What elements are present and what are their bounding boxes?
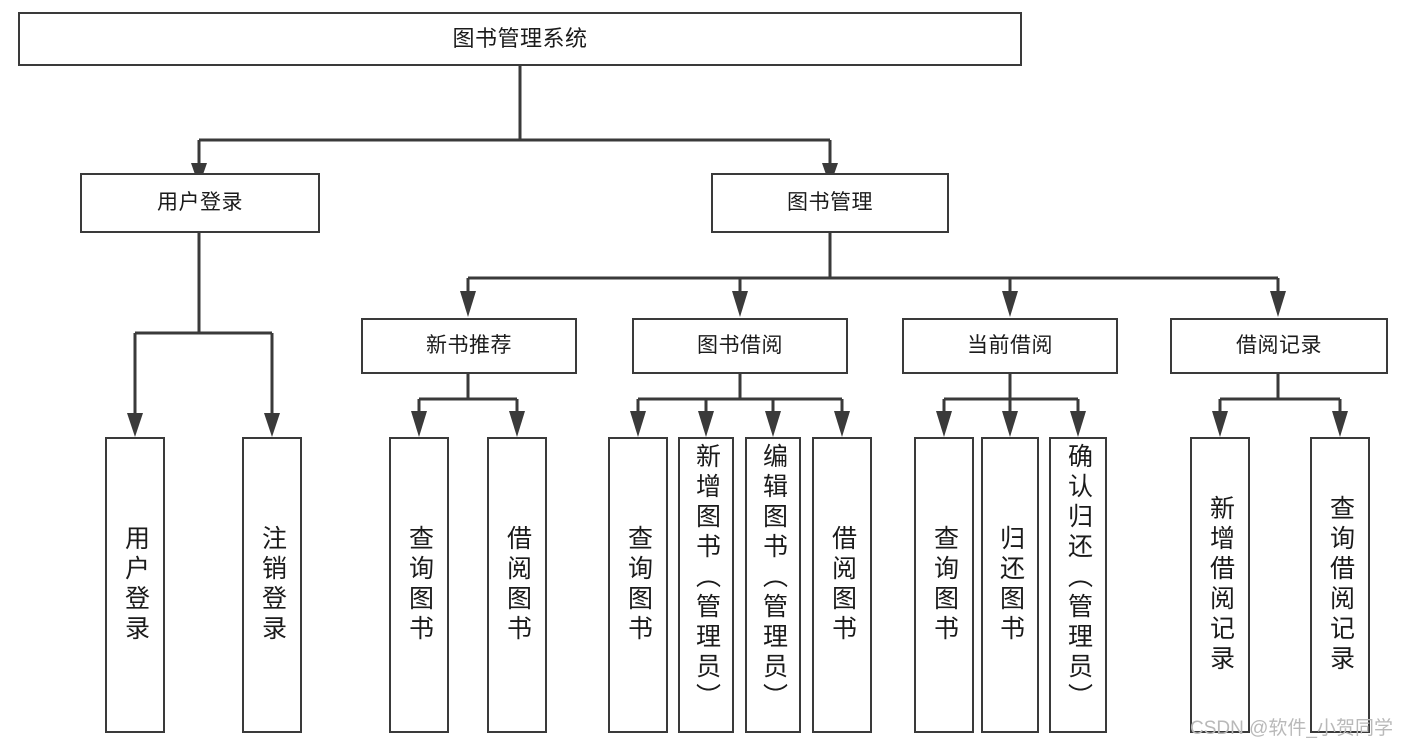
arrowhead-leaf-query-book-3: [936, 411, 952, 437]
node-leaf-add-record[interactable]: 新增借阅记录: [1190, 437, 1250, 733]
node-leaf-user-login-label: 用户登录: [121, 525, 150, 645]
node-leaf-query-book-1[interactable]: 查询图书: [389, 437, 449, 733]
node-leaf-logout-label: 注销登录: [258, 525, 287, 645]
node-leaf-query-book-2-label: 查询图书: [624, 525, 653, 645]
node-borrow-record-label: 借阅记录: [1236, 334, 1322, 358]
node-current-borrow[interactable]: 当前借阅: [902, 318, 1118, 374]
arrowhead-book-borrow: [732, 291, 748, 317]
arrowhead-leaf-borrow-book-1: [509, 411, 525, 437]
node-leaf-confirm-return-label: 确认归还（管理员）: [1064, 443, 1093, 713]
node-user-login-label: 用户登录: [157, 191, 243, 215]
node-leaf-borrow-book-2[interactable]: 借阅图书: [812, 437, 872, 733]
node-leaf-return-book[interactable]: 归还图书: [981, 437, 1039, 733]
node-book-management-label: 图书管理: [787, 191, 873, 215]
node-current-borrow-label: 当前借阅: [967, 334, 1053, 358]
node-leaf-borrow-book-1-label: 借阅图书: [503, 525, 532, 645]
node-leaf-logout[interactable]: 注销登录: [242, 437, 302, 733]
arrowhead-leaf-add-book: [698, 411, 714, 437]
node-new-book-recommend[interactable]: 新书推荐: [361, 318, 577, 374]
node-leaf-add-book[interactable]: 新增图书（管理员）: [678, 437, 734, 733]
node-book-borrow-label: 图书借阅: [697, 334, 783, 358]
node-root-label: 图书管理系统: [452, 25, 588, 51]
node-book-management[interactable]: 图书管理: [711, 173, 949, 233]
node-leaf-query-record-label: 查询借阅记录: [1326, 495, 1355, 675]
arrowhead-leaf-borrow-book-2: [834, 411, 850, 437]
arrowhead-leaf-query-book-2: [630, 411, 646, 437]
node-leaf-borrow-book-2-label: 借阅图书: [828, 525, 857, 645]
arrowhead-leaf-add-record: [1212, 411, 1228, 437]
arrowhead-current-borrow: [1002, 291, 1018, 317]
node-leaf-user-login[interactable]: 用户登录: [105, 437, 165, 733]
node-root[interactable]: 图书管理系统: [18, 12, 1022, 66]
arrowhead-leaf-query-record: [1332, 411, 1348, 437]
arrowhead-leaf-return-book: [1002, 411, 1018, 437]
node-leaf-add-record-label: 新增借阅记录: [1206, 495, 1235, 675]
arrowhead-leaf-confirm-return: [1070, 411, 1086, 437]
node-new-book-recommend-label: 新书推荐: [426, 334, 512, 358]
node-leaf-confirm-return[interactable]: 确认归还（管理员）: [1049, 437, 1107, 733]
node-leaf-edit-book[interactable]: 编辑图书（管理员）: [745, 437, 801, 733]
arrowhead-borrow-record: [1270, 291, 1286, 317]
arrowhead-leaf-edit-book: [765, 411, 781, 437]
arrowhead-new-book-recommend: [460, 291, 476, 317]
node-leaf-query-book-1-label: 查询图书: [405, 525, 434, 645]
node-leaf-edit-book-label: 编辑图书（管理员）: [759, 443, 788, 713]
arrowhead-leaf-query-book-1: [411, 411, 427, 437]
node-leaf-query-book-3[interactable]: 查询图书: [914, 437, 974, 733]
arrowhead-leaf-logout: [264, 413, 280, 437]
node-leaf-query-record[interactable]: 查询借阅记录: [1310, 437, 1370, 733]
node-leaf-add-book-label: 新增图书（管理员）: [692, 443, 721, 713]
node-leaf-borrow-book-1[interactable]: 借阅图书: [487, 437, 547, 733]
node-leaf-query-book-3-label: 查询图书: [930, 525, 959, 645]
node-leaf-query-book-2[interactable]: 查询图书: [608, 437, 668, 733]
arrow-heads: [127, 163, 1348, 437]
node-book-borrow[interactable]: 图书借阅: [632, 318, 848, 374]
arrowhead-leaf-user-login: [127, 413, 143, 437]
node-leaf-return-book-label: 归还图书: [996, 525, 1025, 645]
node-user-login[interactable]: 用户登录: [80, 173, 320, 233]
node-borrow-record[interactable]: 借阅记录: [1170, 318, 1388, 374]
